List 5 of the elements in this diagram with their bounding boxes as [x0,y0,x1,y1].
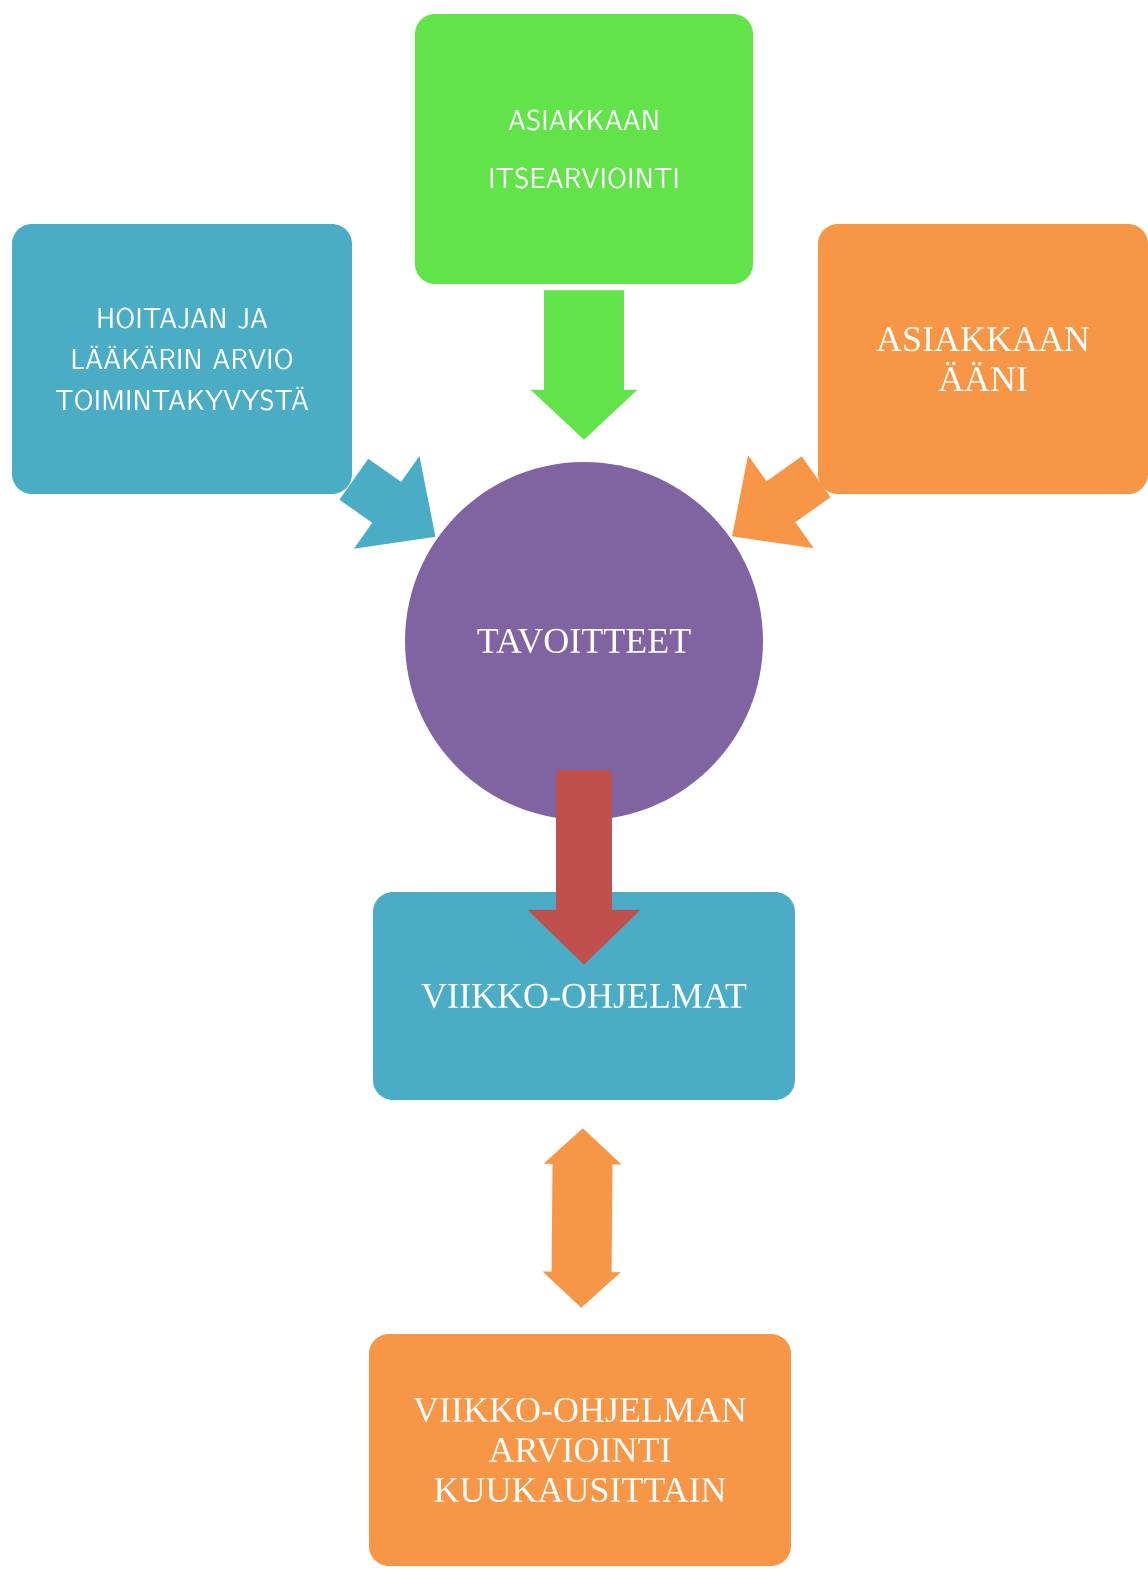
process-box: ASIAKKAAN ÄÄNI [818,224,1148,494]
process-box: VIIKKO-OHJELMAN ARVIOINTI KUUKAUSITTAIN [369,1334,791,1566]
process-box: VIIKKO-OHJELMAT [373,892,795,1100]
process-box: ASIAKKAAN ITSEARVIOINTI [415,14,753,284]
process-box: HOITAJAN JA LÄÄKÄRIN ARVIO TOIMINTAKYVYSTÄ [12,224,352,494]
